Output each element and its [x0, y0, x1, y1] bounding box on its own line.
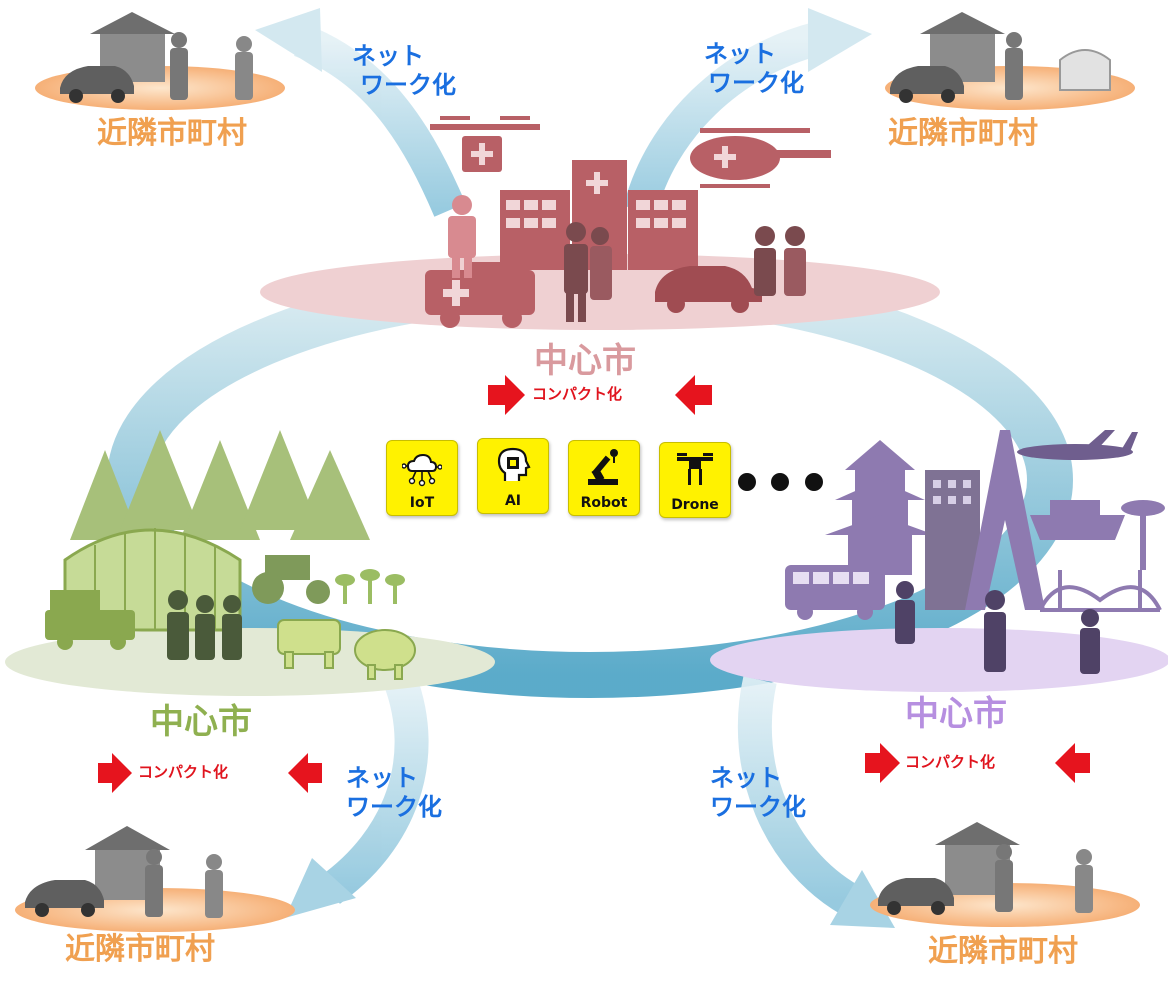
tech-label: Robot — [580, 495, 628, 511]
tech-tile-robot: Robot — [568, 440, 640, 516]
town-vignette-top-left — [35, 12, 285, 110]
tech-label: AI — [504, 493, 522, 509]
compact-label-left: コンパクト化 — [138, 763, 229, 781]
pagoda-icon — [825, 440, 935, 575]
ambulance-icon — [425, 262, 535, 328]
network-label-line: ネット — [710, 764, 782, 792]
hub-label-top: 中心市 — [534, 341, 636, 381]
compact-arrow-right-right — [1055, 743, 1090, 783]
network-arrow-bottom-left — [285, 674, 429, 918]
forest-trees — [70, 430, 370, 540]
network-label-bottom-left: ネット ワーク化 — [346, 764, 442, 822]
elderly-couple — [754, 226, 806, 296]
network-arrow-bottom-right — [737, 676, 895, 928]
eiffel-tower-icon — [965, 430, 1045, 610]
hub-label-right: 中心市 — [905, 694, 1007, 734]
compact-arrow-top-left — [488, 375, 525, 415]
town-label-bottom-left: 近隣市町村 — [65, 932, 215, 967]
truck-icon — [45, 590, 135, 650]
hub-base-right — [710, 628, 1168, 692]
tech-tile-drone: Drone — [659, 442, 731, 518]
bridge-icon — [1038, 570, 1162, 612]
town-label-top-left: 近隣市町村 — [97, 116, 247, 151]
helicopter-icon — [690, 128, 831, 188]
palm-tree-icon — [1121, 500, 1165, 570]
doctor-figure — [448, 195, 476, 278]
hub-label-left: 中心市 — [150, 702, 252, 742]
network-label-line: ネット — [704, 40, 776, 68]
town-vignette-top-right — [885, 12, 1135, 110]
tech-tile-ai: AI — [477, 438, 549, 514]
network-arrow-top-left — [255, 8, 466, 217]
sprouts-icon — [335, 569, 405, 604]
tech-label: Drone — [671, 497, 719, 513]
family-figures — [564, 222, 612, 322]
airplane-icon — [1017, 430, 1138, 460]
hospital-building — [500, 160, 698, 270]
network-label-line: ワーク化 — [360, 70, 456, 99]
robot-arm-icon — [588, 449, 618, 485]
cloud-network-icon — [402, 453, 442, 487]
compact-label-right: コンパクト化 — [905, 753, 996, 771]
bus-icon — [785, 565, 885, 620]
compact-arrow-left-left — [98, 753, 132, 793]
network-label-top-left: ネット ワーク化 — [352, 42, 456, 100]
cruise-ship-icon — [1030, 500, 1125, 540]
town-vignette-bottom-right — [870, 822, 1140, 927]
network-label-top-right: ネット ワーク化 — [704, 40, 804, 98]
ellipsis-dot — [771, 473, 789, 491]
town-vignette-bottom-left — [15, 826, 295, 932]
pig-icon — [354, 629, 416, 680]
network-label-line: ネット — [346, 764, 418, 792]
compact-label-top: コンパクト化 — [532, 385, 623, 403]
drone-icon — [677, 453, 713, 485]
drone-delivery-icon — [430, 116, 540, 172]
network-label-line: ワーク化 — [710, 792, 806, 821]
network-label-line: ワーク化 — [708, 68, 804, 97]
farmer-family — [167, 590, 242, 660]
compact-arrow-left-right — [288, 753, 322, 793]
network-arrow-top-right — [623, 8, 872, 215]
cow-icon — [277, 619, 341, 669]
town-label-top-right: 近隣市町村 — [888, 116, 1038, 151]
car-icon — [655, 266, 762, 313]
ellipsis-dot — [738, 473, 756, 491]
compact-arrow-top-right — [675, 375, 712, 415]
compact-arrow-right-left — [865, 743, 900, 783]
network-label-line: ワーク化 — [346, 792, 442, 821]
network-label-line: ネット — [352, 42, 424, 70]
head-chip-icon — [497, 447, 531, 481]
town-label-bottom-right: 近隣市町村 — [928, 934, 1078, 969]
network-label-bottom-right: ネット ワーク化 — [710, 764, 806, 822]
tractor-icon — [252, 555, 330, 604]
ellipsis-dot — [805, 473, 823, 491]
tech-tile-iot: IoT — [386, 440, 458, 516]
tech-label: IoT — [409, 495, 435, 511]
tourist-figures — [895, 581, 1100, 674]
